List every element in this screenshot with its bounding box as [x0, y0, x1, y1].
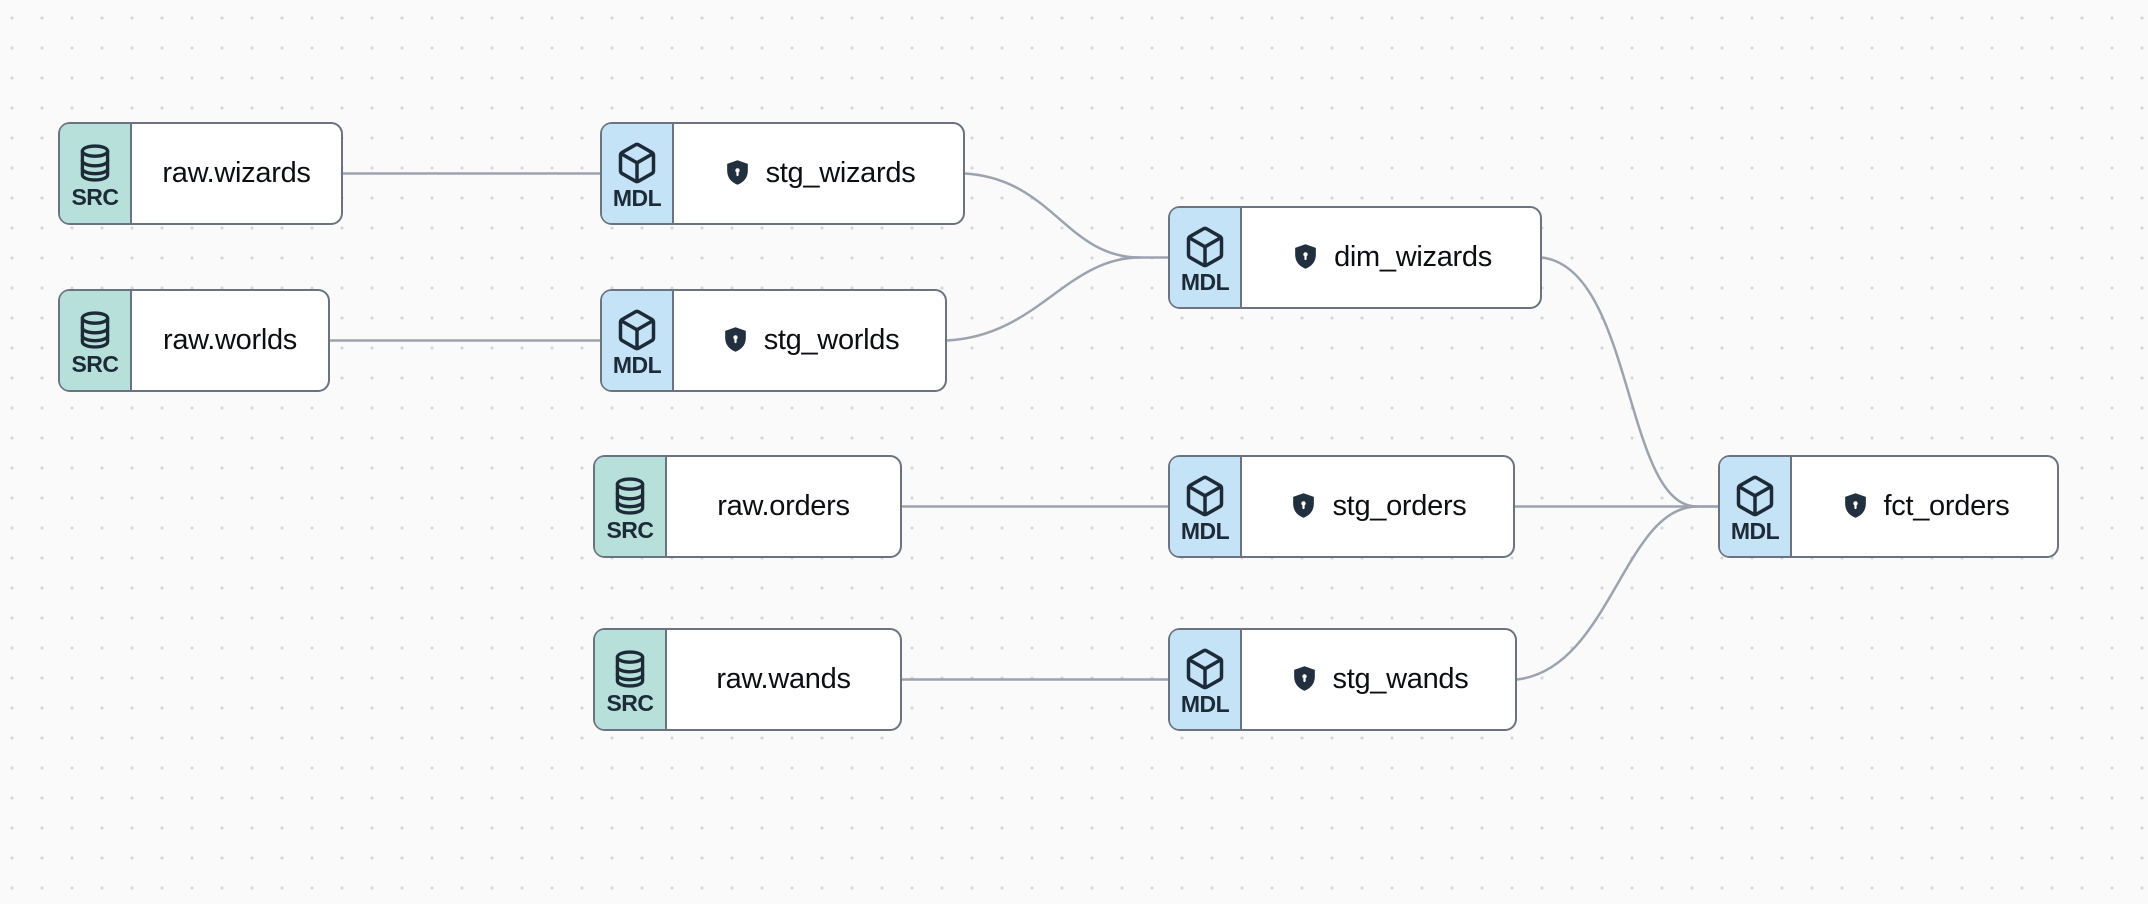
model-badge: MDL [602, 291, 674, 390]
node-dim-wizards[interactable]: MDL dim_wizards [1168, 206, 1542, 309]
node-body: stg_wands [1242, 630, 1515, 729]
node-label: dim_wizards [1334, 241, 1492, 273]
node-body: fct_orders [1792, 457, 2057, 556]
source-badge: SRC [60, 124, 132, 223]
node-stg-wands[interactable]: MDL stg_wands [1168, 628, 1517, 731]
badge-label: MDL [1730, 518, 1780, 544]
node-body: raw.wands [667, 630, 900, 729]
edge-stg-worlds-to-dim-wizards [945, 256, 1142, 342]
database-icon [609, 475, 651, 517]
model-badge: MDL [1170, 457, 1242, 556]
node-raw-wands[interactable]: SRC raw.wands [593, 628, 902, 731]
edge-dim-wizards-to-fct-orders [1540, 256, 1720, 508]
cube-icon [1733, 474, 1777, 518]
node-body: raw.orders [667, 457, 900, 556]
model-badge: MDL [1170, 630, 1242, 729]
node-label: stg_wizards [765, 157, 916, 189]
cube-icon [1183, 647, 1227, 691]
badge-label: MDL [612, 185, 662, 211]
badge-label: SRC [71, 184, 119, 210]
node-raw-worlds[interactable]: SRC raw.worlds [58, 289, 330, 392]
node-raw-orders[interactable]: SRC raw.orders [593, 455, 902, 558]
badge-label: MDL [1180, 518, 1230, 544]
source-badge: SRC [60, 291, 132, 390]
node-body: raw.wizards [132, 124, 341, 223]
node-label: raw.orders [717, 490, 850, 522]
edge-stg-wands-to-fct-orders [1515, 505, 1699, 681]
model-badge: MDL [1720, 457, 1792, 556]
shield-lock-icon [722, 158, 753, 189]
node-stg-worlds[interactable]: MDL stg_worlds [600, 289, 947, 392]
node-label: raw.wizards [162, 157, 311, 189]
node-body: raw.worlds [132, 291, 328, 390]
badge-label: MDL [1180, 269, 1230, 295]
shield-lock-icon [1289, 664, 1320, 695]
cube-icon [615, 141, 659, 185]
cube-icon [1183, 225, 1227, 269]
shield-lock-icon [1288, 491, 1319, 522]
node-raw-wizards[interactable]: SRC raw.wizards [58, 122, 343, 225]
node-label: raw.worlds [163, 324, 297, 356]
edge-stg-wizards-to-dim-wizards [963, 172, 1170, 259]
badge-label: MDL [1180, 691, 1230, 717]
node-label: raw.wands [716, 663, 851, 695]
badge-label: MDL [612, 352, 662, 378]
node-label: stg_worlds [763, 324, 900, 356]
model-badge: MDL [1170, 208, 1242, 307]
node-body: stg_orders [1242, 457, 1513, 556]
node-body: stg_wizards [674, 124, 963, 223]
shield-lock-icon [1840, 491, 1871, 522]
badge-label: SRC [606, 690, 654, 716]
shield-lock-icon [1290, 242, 1321, 273]
node-fct-orders[interactable]: MDL fct_orders [1718, 455, 2059, 558]
node-stg-wizards[interactable]: MDL stg_wizards [600, 122, 965, 225]
badge-label: SRC [71, 351, 119, 377]
source-badge: SRC [595, 457, 667, 556]
node-body: stg_worlds [674, 291, 945, 390]
badge-label: SRC [606, 517, 654, 543]
node-body: dim_wizards [1242, 208, 1540, 307]
source-badge: SRC [595, 630, 667, 729]
database-icon [74, 142, 116, 184]
node-label: stg_orders [1332, 490, 1467, 522]
node-stg-orders[interactable]: MDL stg_orders [1168, 455, 1515, 558]
node-label: fct_orders [1883, 490, 2010, 522]
database-icon [74, 309, 116, 351]
model-badge: MDL [602, 124, 674, 223]
cube-icon [1183, 474, 1227, 518]
node-label: stg_wands [1332, 663, 1469, 695]
shield-lock-icon [720, 325, 751, 356]
cube-icon [615, 308, 659, 352]
database-icon [609, 648, 651, 690]
